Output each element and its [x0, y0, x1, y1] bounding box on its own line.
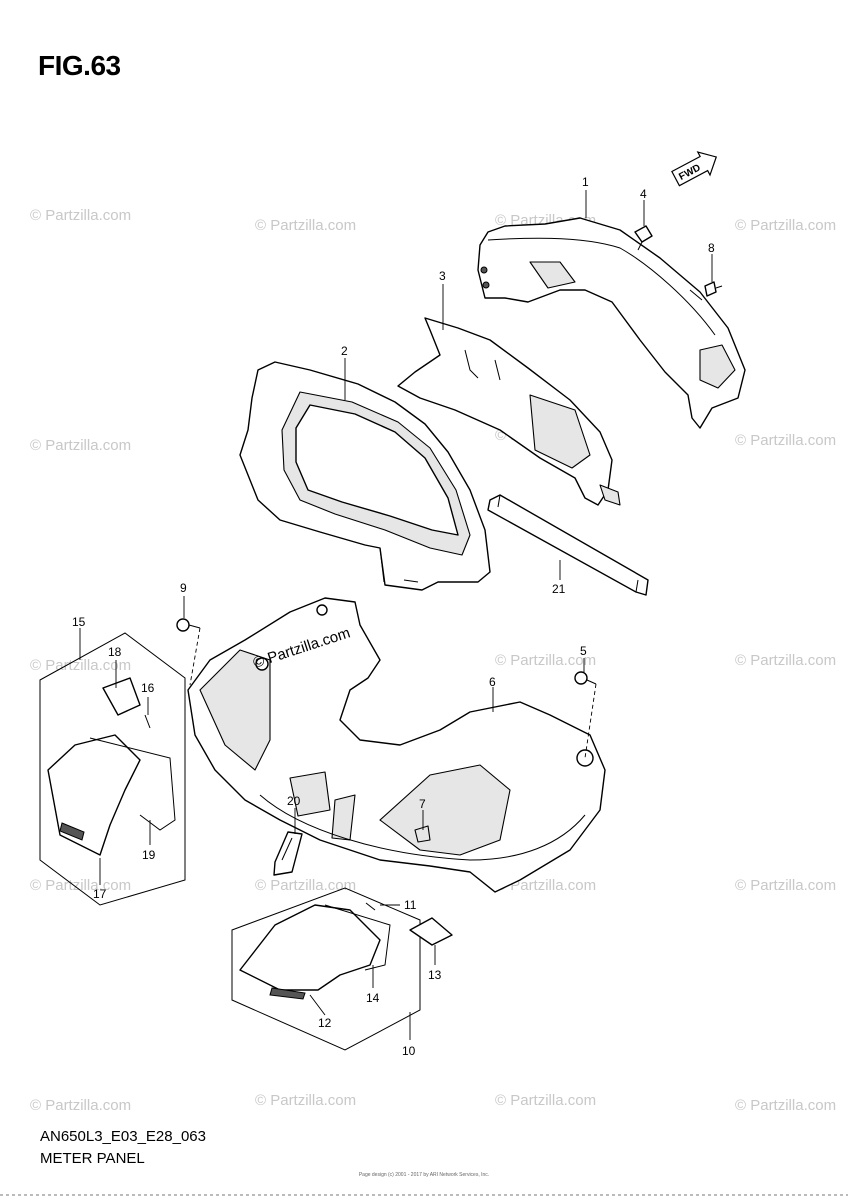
- callout-2: 2: [341, 344, 348, 358]
- callout-16: 16: [141, 681, 155, 695]
- part-8-screw-icon: [704, 281, 723, 297]
- watermark: © Partzilla.com: [735, 1097, 836, 1114]
- part-9-screw-icon: [176, 618, 201, 632]
- part-20-trim: [273, 831, 303, 876]
- diagram-code: AN650L3_E03_E28_063: [40, 1128, 206, 1145]
- watermark: © Partzilla.com: [495, 1092, 596, 1109]
- callout-13: 13: [428, 968, 442, 982]
- watermark: © Partzilla.com: [735, 877, 836, 894]
- watermark: © Partzilla.com: [30, 877, 131, 894]
- part-21-strip: [487, 494, 649, 596]
- callout-19: 19: [142, 848, 156, 862]
- callout-1: 1: [582, 175, 589, 189]
- callout-20: 20: [287, 794, 301, 808]
- watermark: © Partzilla.com: [495, 877, 596, 894]
- watermark: © Partzilla.com: [30, 1097, 131, 1114]
- watermark: © Partzilla.com: [735, 432, 836, 449]
- watermark: © Partzilla.com: [255, 217, 356, 234]
- watermark: © Partzilla.com: [30, 657, 131, 674]
- callout-18: 18: [108, 645, 122, 659]
- callout-12: 12: [318, 1016, 332, 1030]
- diagram-name: METER PANEL: [40, 1150, 145, 1167]
- watermark: © Partzilla.com: [735, 652, 836, 669]
- part-5-screw-icon: [574, 671, 597, 685]
- watermark: © Partzilla.com: [30, 437, 131, 454]
- watermark: © Partzilla.com: [735, 217, 836, 234]
- callout-4: 4: [640, 187, 647, 201]
- callout-9: 9: [180, 581, 187, 595]
- watermark: © Partzilla.com: [255, 877, 356, 894]
- leader-lines: [79, 190, 713, 1040]
- figure-title: FIG.63: [38, 50, 121, 81]
- fwd-arrow-icon: FWD: [671, 151, 718, 187]
- callout-21: 21: [552, 582, 566, 596]
- watermark: © Partzilla.com: [30, 207, 131, 224]
- watermark: © Partzilla.com: [495, 652, 596, 669]
- bottom-rule: [0, 1194, 848, 1196]
- watermark: © Partzilla.com: [255, 1092, 356, 1109]
- part-6-lower-cover: [187, 597, 606, 893]
- subassembly-15-box: [39, 632, 186, 906]
- callout-17: 17: [93, 887, 107, 901]
- callout-15: 15: [72, 615, 86, 629]
- callout-14: 14: [366, 991, 380, 1005]
- callout-6: 6: [489, 675, 496, 689]
- callout-5: 5: [580, 644, 587, 658]
- callout-8: 8: [708, 241, 715, 255]
- copyright-notice: Page design (c) 2001 - 2017 by ARI Netwo…: [358, 1172, 490, 1178]
- part-4-bolt-icon: [634, 225, 653, 251]
- part-2-meter-frame: [239, 361, 491, 591]
- callout-10: 10: [402, 1044, 416, 1058]
- callout-labels: 1 2 3 4 5 6 7 8 9 10 11 12 13 14 15 16 1…: [72, 175, 715, 1058]
- subassembly-10-box: [231, 887, 453, 1051]
- callout-7: 7: [419, 797, 426, 811]
- part-3-inner-panel: [397, 317, 621, 506]
- callout-3: 3: [439, 269, 446, 283]
- callout-11: 11: [404, 898, 417, 912]
